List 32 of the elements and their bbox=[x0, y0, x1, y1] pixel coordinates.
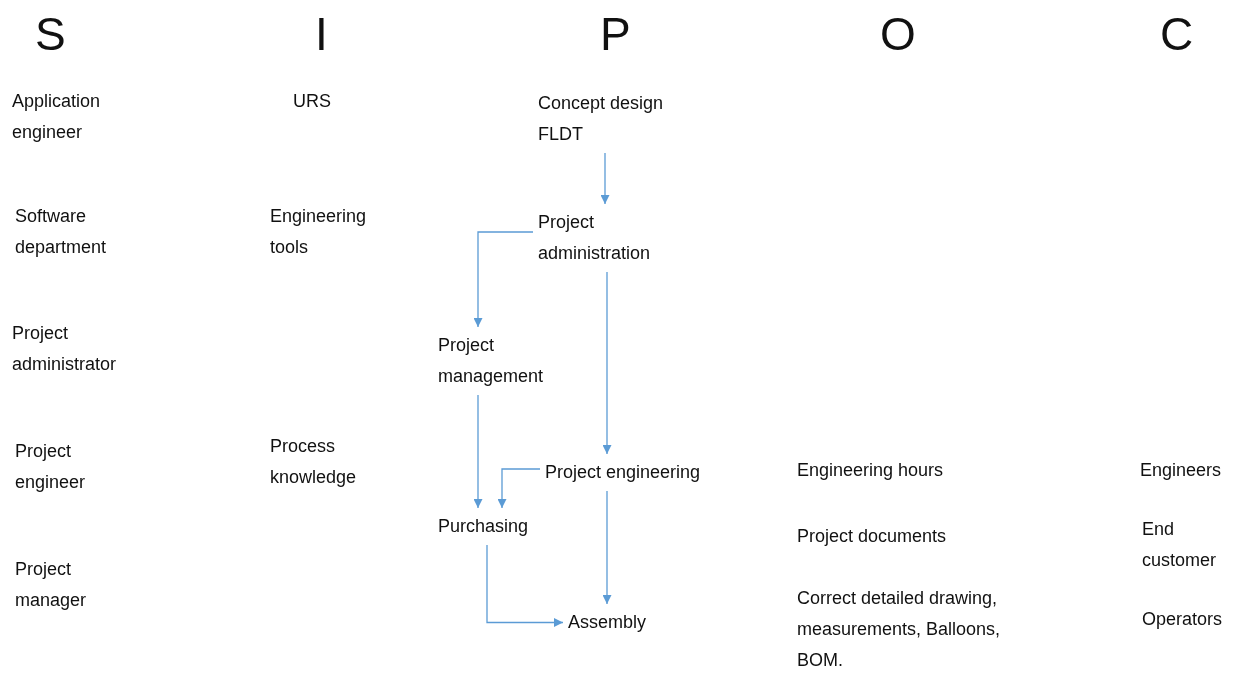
column-item-text: Project administrator bbox=[12, 322, 118, 376]
column-item-text: Engineering hours bbox=[797, 459, 945, 482]
column-item-text: Software department bbox=[15, 205, 108, 259]
process-step-text: Project engineering bbox=[545, 457, 745, 488]
arrow bbox=[473, 231, 534, 328]
column-heading: I bbox=[315, 8, 328, 60]
column-item-text: Project manager bbox=[15, 558, 88, 612]
column-heading: S bbox=[35, 8, 66, 60]
column-item-text: Engineering tools bbox=[270, 205, 368, 259]
column-item-text: Process knowledge bbox=[270, 435, 358, 489]
column-heading: P bbox=[600, 8, 631, 60]
column-item-text: Correct detailed drawing, measurements, Balloons, BOM. bbox=[797, 587, 1002, 672]
arrow bbox=[486, 544, 564, 627]
arrow bbox=[473, 394, 483, 509]
process-step-text: Project management bbox=[438, 330, 578, 392]
arrow bbox=[497, 468, 541, 509]
process-step-text: Project administration bbox=[538, 207, 698, 269]
column-heading: C bbox=[1160, 8, 1194, 60]
column-item-text: Engineers bbox=[1140, 459, 1223, 482]
process-step-text: Purchasing bbox=[438, 511, 558, 542]
column-item-text: End customer bbox=[1142, 518, 1218, 572]
process-step-text: Concept design FLDT bbox=[538, 88, 688, 150]
arrow bbox=[600, 152, 610, 205]
process-step-text: Assembly bbox=[568, 607, 688, 638]
column-item-text: Project documents bbox=[797, 525, 948, 548]
arrow bbox=[602, 490, 612, 605]
arrow bbox=[602, 271, 612, 455]
column-item-text: Operators bbox=[1142, 608, 1224, 631]
column-item-text: Application engineer bbox=[12, 90, 102, 144]
column-item-text: Project engineer bbox=[15, 440, 87, 494]
column-heading: O bbox=[880, 8, 916, 60]
column-item-text: URS bbox=[293, 90, 332, 113]
